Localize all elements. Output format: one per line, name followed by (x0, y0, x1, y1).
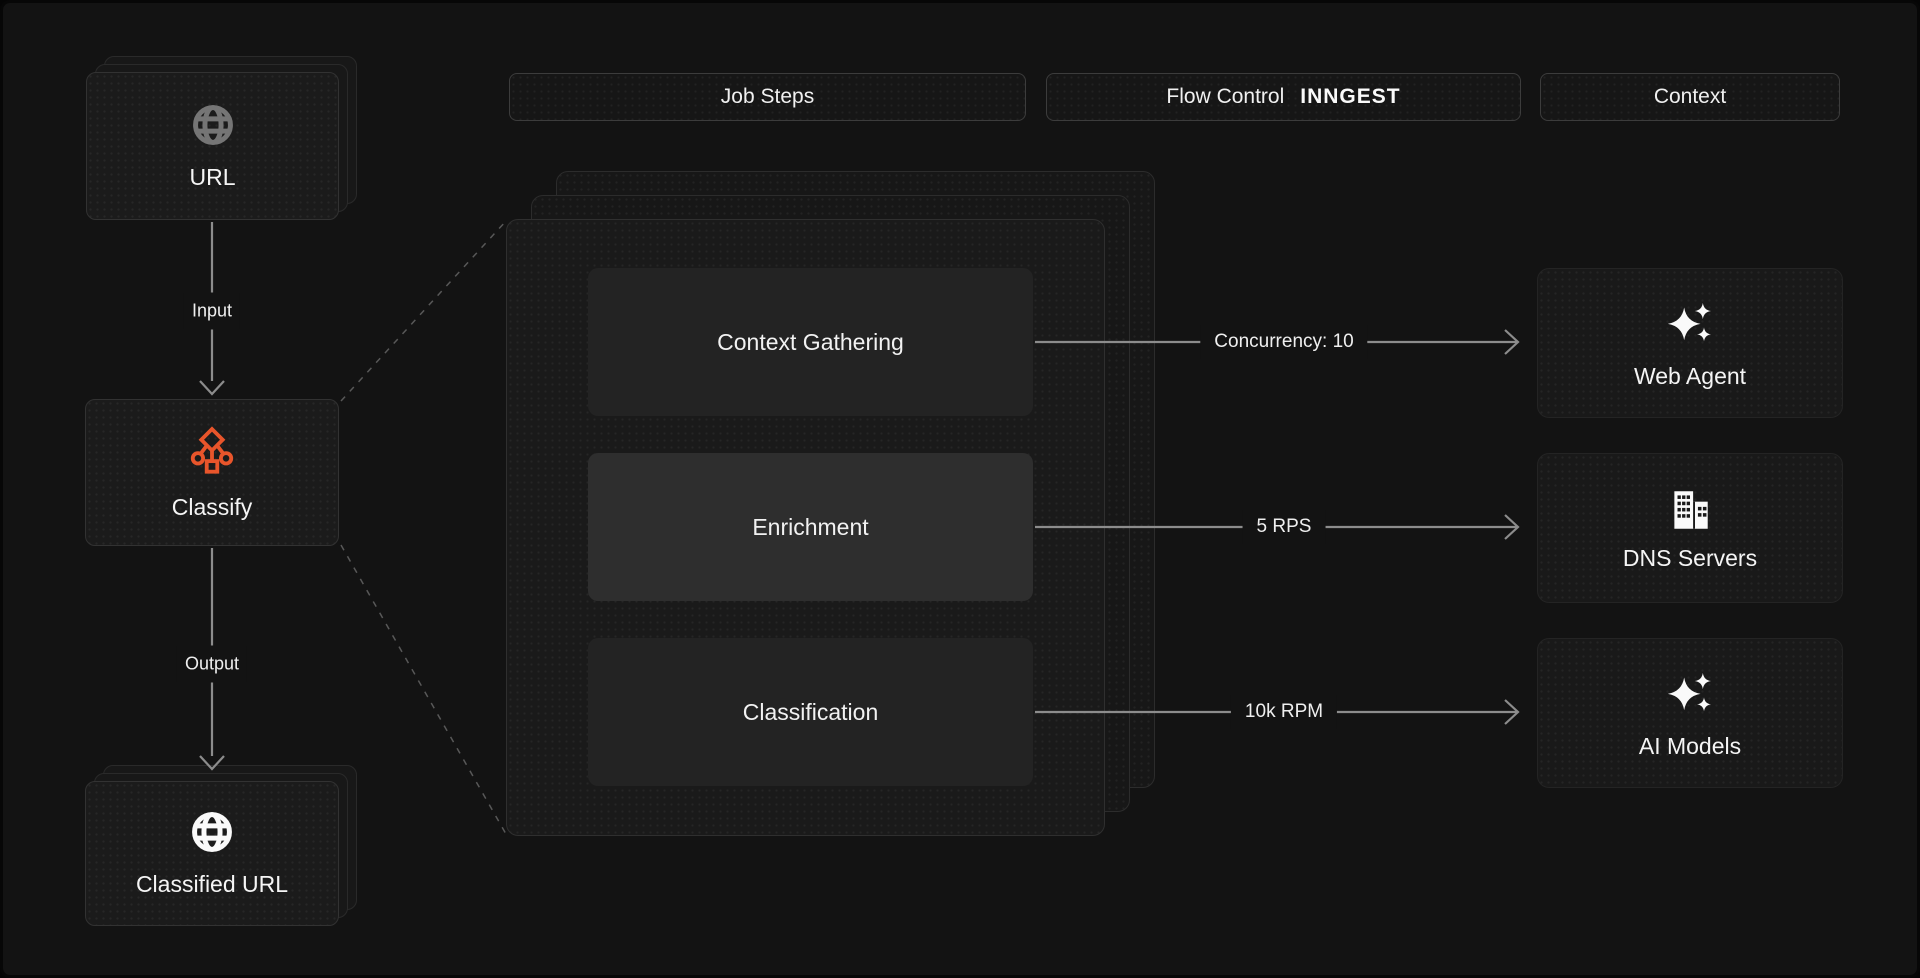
step-enrichment: Enrichment (588, 453, 1033, 601)
ai-models-label: AI Models (1638, 732, 1742, 759)
step-context-gathering-label: Context Gathering (717, 328, 904, 355)
flow-label-rps: 5 RPS (1242, 510, 1326, 544)
dns-servers-card: DNS Servers (1537, 453, 1843, 603)
web-agent-card: Web Agent (1537, 268, 1843, 418)
input-arrow-label: Input (183, 292, 241, 330)
sparkles-icon (1662, 667, 1718, 723)
web-agent-label: Web Agent (1633, 362, 1747, 389)
header-job-steps: Job Steps (509, 73, 1026, 121)
step-classification: Classification (588, 638, 1033, 786)
classify-card: Classify (85, 399, 339, 546)
building-icon (1665, 485, 1715, 535)
flow-label-concurrency: Concurrency: 10 (1200, 325, 1368, 359)
url-card-label: URL (189, 163, 236, 190)
inngest-logo: INNGEST (1300, 85, 1401, 108)
globe-icon (189, 809, 235, 855)
dns-servers-label: DNS Servers (1622, 544, 1758, 571)
classify-card-label: Classify (171, 494, 253, 520)
url-card: URL (86, 72, 339, 220)
step-classification-label: Classification (742, 698, 879, 725)
header-flow-control-label: Flow Control (1166, 85, 1285, 108)
step-enrichment-label: Enrichment (752, 513, 869, 540)
step-context-gathering: Context Gathering (588, 268, 1033, 416)
flow-label-rpm: 10k RPM (1230, 695, 1338, 729)
header-context-label: Context (1653, 85, 1727, 108)
zoom-dashed-connector (340, 220, 507, 835)
ai-models-card: AI Models (1537, 638, 1843, 788)
header-context: Context (1540, 73, 1840, 121)
header-flow-control: Flow Control INNGEST (1046, 73, 1521, 121)
classify-graph-icon (185, 424, 239, 478)
globe-icon (190, 102, 236, 148)
sparkles-icon (1662, 297, 1718, 353)
classified-url-card-label: Classified URL (135, 871, 289, 897)
classified-url-card: Classified URL (85, 781, 339, 926)
output-arrow-label: Output (176, 645, 248, 683)
header-job-steps-label: Job Steps (720, 85, 815, 108)
